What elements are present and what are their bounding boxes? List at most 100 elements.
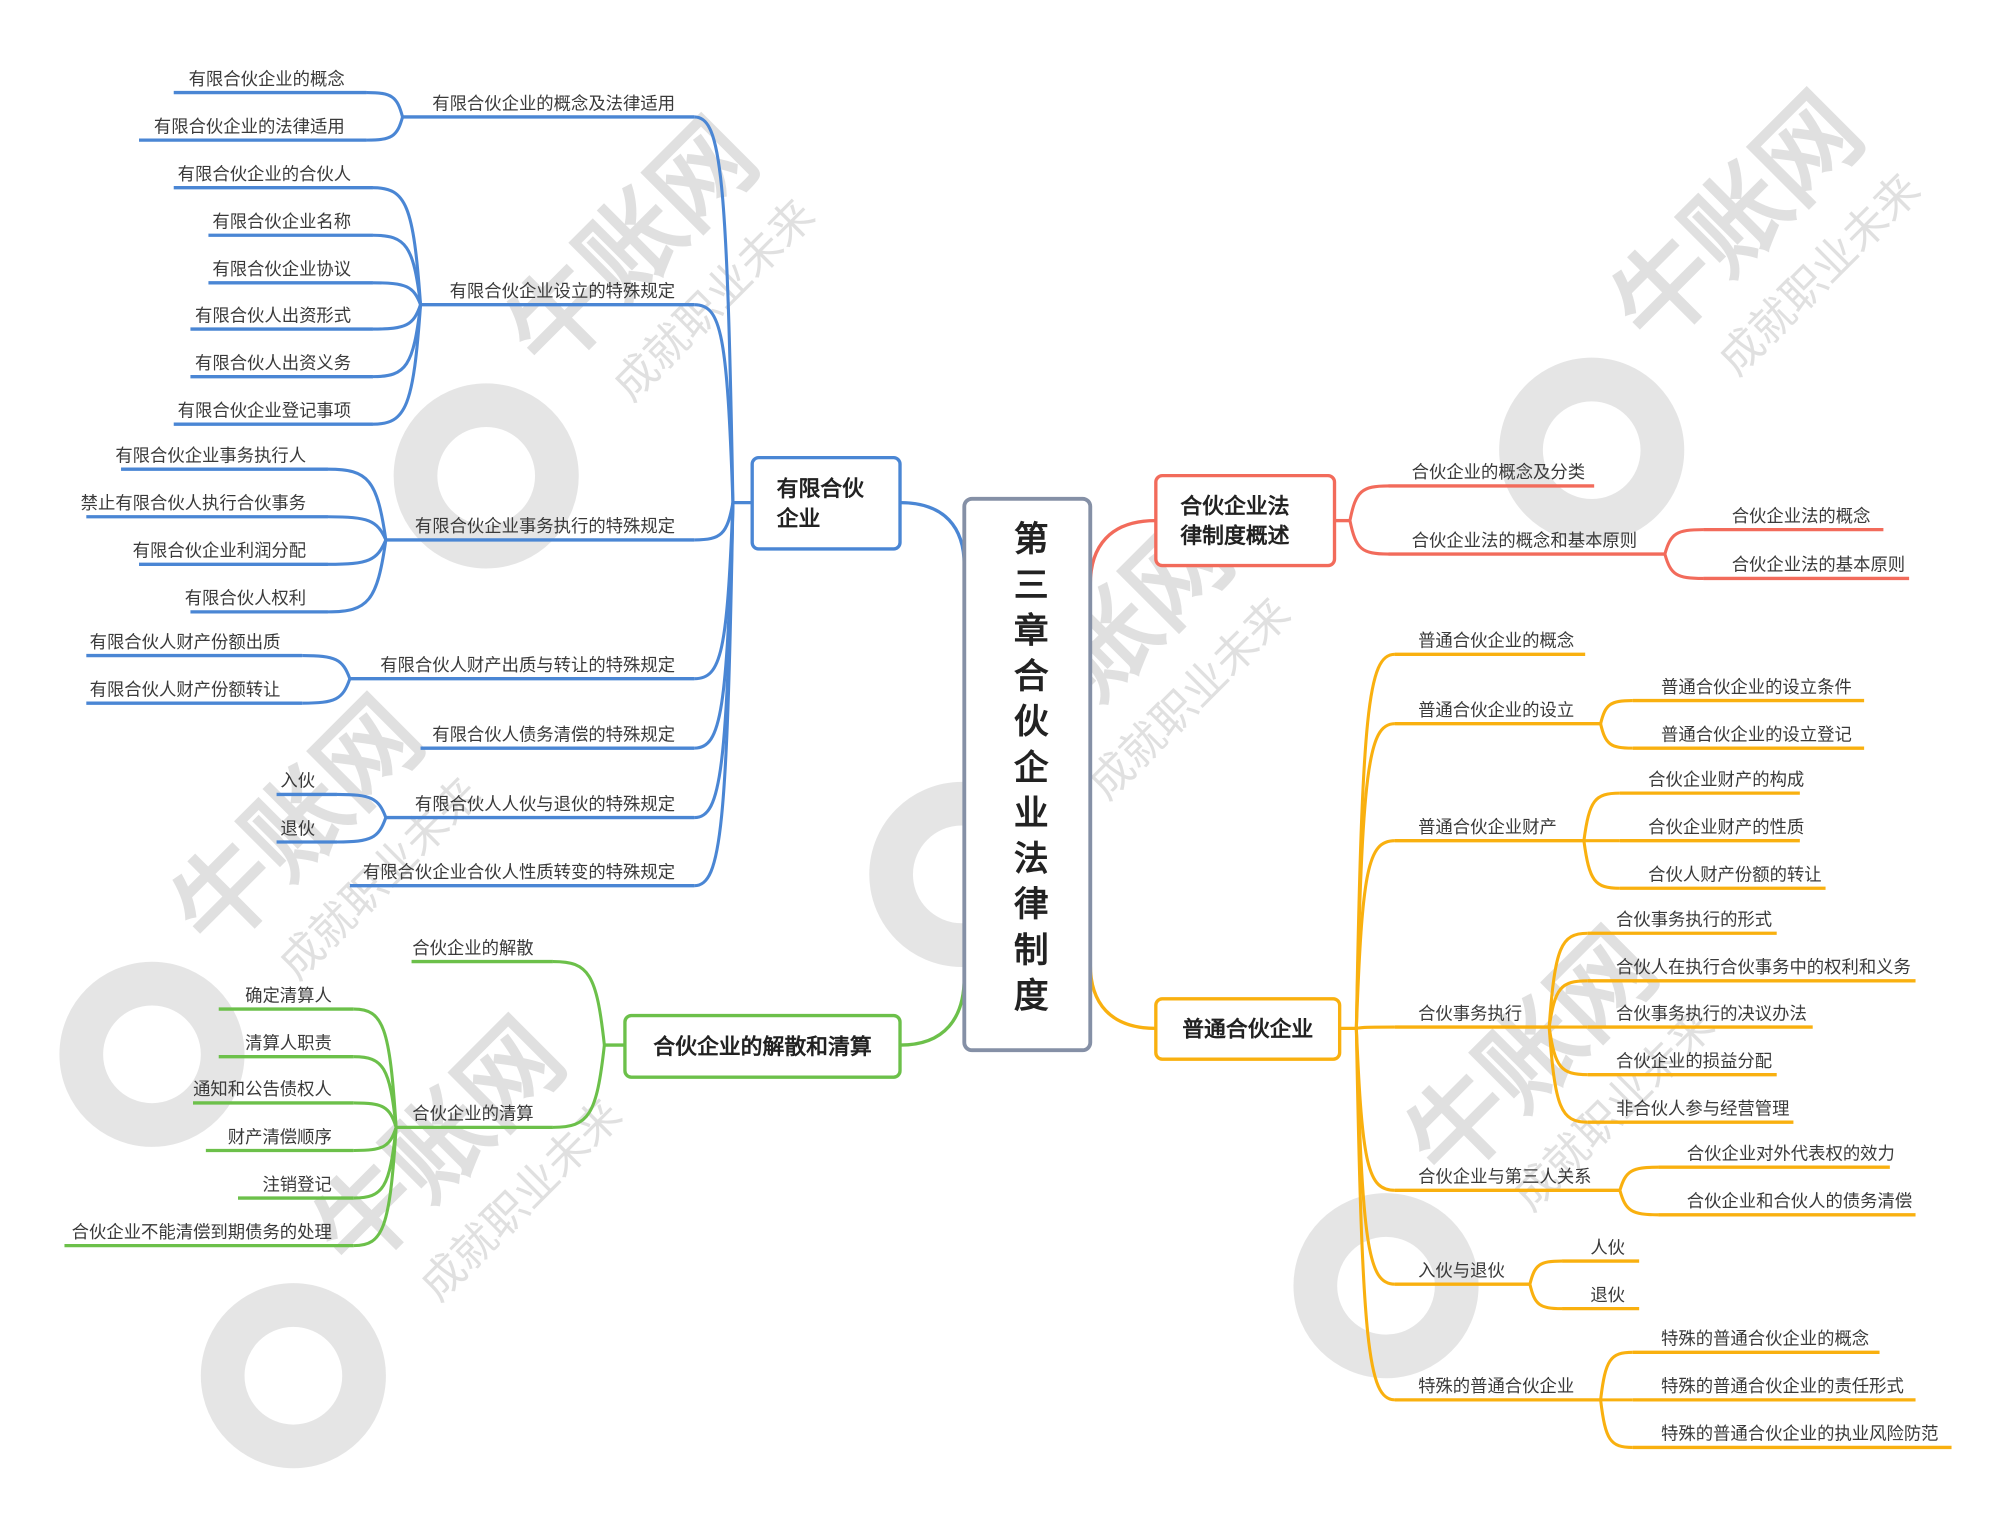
limited-leaf-topic[interactable]: 退伙	[280, 819, 315, 839]
general-leaf-topic[interactable]: 合伙企业财产的构成	[1648, 770, 1804, 790]
general-leaf-topic[interactable]: 特殊的普通合伙企业的概念	[1661, 1329, 1869, 1350]
limited-leaf-connector	[366, 91, 405, 118]
limited-leaf-connector	[372, 304, 422, 331]
overview-branch-connector	[1348, 520, 1389, 556]
general-topic[interactable]: 普通合伙企业	[1154, 997, 1342, 1061]
limited-topic-label: 企业	[777, 506, 821, 532]
limited-leaf-connector	[372, 233, 423, 305]
limited-leaf-topic[interactable]: 有限合伙人权利	[185, 589, 306, 609]
limited-leaf-topic[interactable]: 有限合伙企业协议	[212, 260, 351, 280]
general-leaf-connector	[1618, 1189, 1659, 1217]
general-leaf-topic[interactable]: 退伙	[1590, 1286, 1625, 1306]
limited-leaf-topic[interactable]: 入伙	[280, 772, 315, 792]
dissolution-subtopic[interactable]: 合伙企业的清算	[412, 1105, 533, 1125]
general-leaf-topic[interactable]: 特殊的普通合伙企业的责任形式	[1661, 1377, 1904, 1397]
limited-topic-label: 有限合伙	[777, 476, 865, 502]
general-leaf-topic[interactable]: 合伙事务执行的决议办法	[1616, 1004, 1807, 1024]
limited-leaf-topic[interactable]: 有限合伙人出资形式	[195, 306, 351, 326]
limited-leaf-topic[interactable]: 有限合伙人出资义务	[195, 354, 351, 374]
limited-subtopic[interactable]: 有限合伙人债务清偿的特殊规定	[432, 725, 675, 745]
general-main-connector	[1088, 964, 1156, 1031]
limited-leaf-topic[interactable]: 有限合伙企业的概念	[189, 69, 345, 90]
limited-leaf-topic[interactable]: 有限合伙企业的合伙人	[178, 165, 351, 185]
watermark-logo-icon	[1293, 1193, 1479, 1379]
limited-leaf-connector	[336, 817, 388, 844]
limited-subtopic[interactable]: 有限合伙企业设立的特殊规定	[450, 282, 675, 302]
general-leaf-connector	[1547, 979, 1588, 1028]
general-leaf-connector	[1528, 1283, 1563, 1311]
limited-branch-connector	[694, 502, 735, 820]
limited-leaf-topic[interactable]: 有限合伙企业名称	[212, 213, 351, 233]
watermark-logo-icon	[1499, 357, 1685, 543]
limited-leaf-connector	[327, 515, 388, 541]
limited-leaf-connector	[302, 654, 352, 680]
dissolution-leaf-topic[interactable]: 清算人职责	[245, 1034, 332, 1054]
general-branch-connector	[1354, 722, 1396, 1029]
dissolution-main-connector	[900, 976, 966, 1047]
general-leaf-connector	[1599, 1350, 1633, 1401]
general-leaf-topic[interactable]: 普通合伙企业的设立登记	[1661, 725, 1852, 745]
limited-leaf-topic[interactable]: 有限合伙人财产份额出质	[90, 633, 281, 653]
general-branch-connector	[1356, 1025, 1395, 1030]
limited-subtopic[interactable]: 有限合伙企业合伙人性质转变的特殊规定	[363, 863, 675, 883]
general-subtopic[interactable]: 合伙事务执行	[1418, 1004, 1522, 1024]
general-leaf-topic[interactable]: 特殊的普通合伙企业的执业风险防范	[1661, 1425, 1939, 1445]
general-subtopic[interactable]: 普通合伙企业财产	[1418, 818, 1557, 838]
limited-subtopic[interactable]: 有限合伙企业事务执行的特殊规定	[415, 517, 675, 537]
general-subtopic[interactable]: 普通合伙企业的概念	[1418, 631, 1574, 652]
general-subtopic[interactable]: 入伙与退伙	[1418, 1261, 1505, 1281]
dissolution-leaf-topic[interactable]: 财产清偿顺序	[228, 1128, 332, 1148]
dissolution-leaf-topic[interactable]: 通知和公告债权人	[193, 1080, 332, 1100]
central-topic[interactable]: 第三章合伙企业法律制度	[962, 496, 1093, 1053]
general-leaf-topic[interactable]: 合伙企业和合伙人的债务清偿	[1687, 1192, 1912, 1212]
general-leaf-topic[interactable]: 合伙事务执行的形式	[1616, 911, 1772, 931]
limited-leaf-connector	[366, 116, 405, 142]
overview-leaf-topic[interactable]: 合伙企业法的概念	[1732, 506, 1871, 527]
dissolution-leaf-topic[interactable]: 注销登记	[262, 1175, 331, 1195]
overview-branch-connector	[1348, 484, 1389, 521]
limited-branch-connector	[694, 502, 735, 542]
limited-leaf-connector	[336, 792, 388, 819]
limited-leaf-connector	[372, 281, 422, 306]
limited-leaf-topic[interactable]: 有限合伙人财产份额转让	[90, 680, 281, 700]
general-leaf-connector	[1599, 1399, 1633, 1449]
general-leaf-topic[interactable]: 普通合伙企业的设立条件	[1661, 678, 1852, 698]
overview-topic-label: 合伙企业法	[1180, 494, 1289, 520]
dissolution-leaf-topic[interactable]: 确定清算人	[245, 986, 332, 1006]
dissolution-subtopic[interactable]: 合伙企业的解散	[412, 939, 533, 959]
general-subtopic[interactable]: 特殊的普通合伙企业	[1418, 1377, 1574, 1397]
dissolution-leaf-connector	[353, 1127, 398, 1248]
general-leaf-topic[interactable]: 合伙企业的损益分配	[1616, 1052, 1772, 1072]
general-branch-connector	[1354, 1028, 1396, 1402]
general-leaf-topic[interactable]: 合伙企业财产的性质	[1648, 818, 1804, 838]
dissolution-leaf-topic[interactable]: 合伙企业不能清偿到期债务的处理	[72, 1223, 332, 1243]
limited-branch-connector	[694, 502, 735, 888]
node-layer: 有限合伙企业 有限合伙企业的概念及法律适用 有限合伙企业的概念有限合伙企业的法律适用…	[72, 69, 1939, 1445]
general-subtopic[interactable]: 合伙企业与第三人关系	[1418, 1168, 1591, 1188]
limited-branch-connector	[694, 115, 735, 503]
general-leaf-topic[interactable]: 合伙企业对外代表权的效力	[1687, 1144, 1895, 1164]
overview-subtopic[interactable]: 合伙企业法的概念和基本原则	[1412, 530, 1637, 551]
general-leaf-topic[interactable]: 合伙人财产份额的转让	[1648, 866, 1821, 886]
limited-leaf-topic[interactable]: 有限合伙企业利润分配	[133, 542, 306, 562]
limited-topic[interactable]: 有限合伙企业	[750, 455, 902, 551]
limited-leaf-connector	[372, 304, 423, 426]
limited-leaf-topic[interactable]: 有限合伙企业的法律适用	[154, 117, 345, 137]
general-leaf-topic[interactable]: 人伙	[1590, 1238, 1625, 1258]
overview-leaf-topic[interactable]: 合伙企业法的基本原则	[1732, 556, 1905, 576]
limited-subtopic[interactable]: 有限合伙人人伙与退伙的特殊规定	[415, 795, 675, 815]
dissolution-topic[interactable]: 合伙企业的解散和清算	[623, 1013, 902, 1079]
limited-subtopic[interactable]: 有限合伙人财产出质与转让的特殊规定	[380, 656, 675, 676]
limited-subtopic[interactable]: 有限合伙企业的概念及法律适用	[432, 93, 675, 114]
general-leaf-topic[interactable]: 合伙人在执行合伙事务中的权利和义务	[1616, 958, 1911, 978]
limited-leaf-topic[interactable]: 禁止有限合伙人执行合伙事务	[81, 494, 306, 514]
general-leaf-topic[interactable]: 非合伙人参与经营管理	[1616, 1100, 1789, 1120]
dissolution-leaf-connector	[353, 1007, 398, 1128]
limited-branch-connector	[694, 303, 735, 503]
limited-leaf-topic[interactable]: 有限合伙企业登记事项	[178, 401, 351, 421]
watermark-logo-icon	[200, 1283, 386, 1469]
general-subtopic[interactable]: 普通合伙企业的设立	[1418, 701, 1574, 721]
limited-leaf-topic[interactable]: 有限合伙企业事务执行人	[115, 446, 306, 466]
overview-subtopic[interactable]: 合伙企业的概念及分类	[1412, 462, 1585, 483]
